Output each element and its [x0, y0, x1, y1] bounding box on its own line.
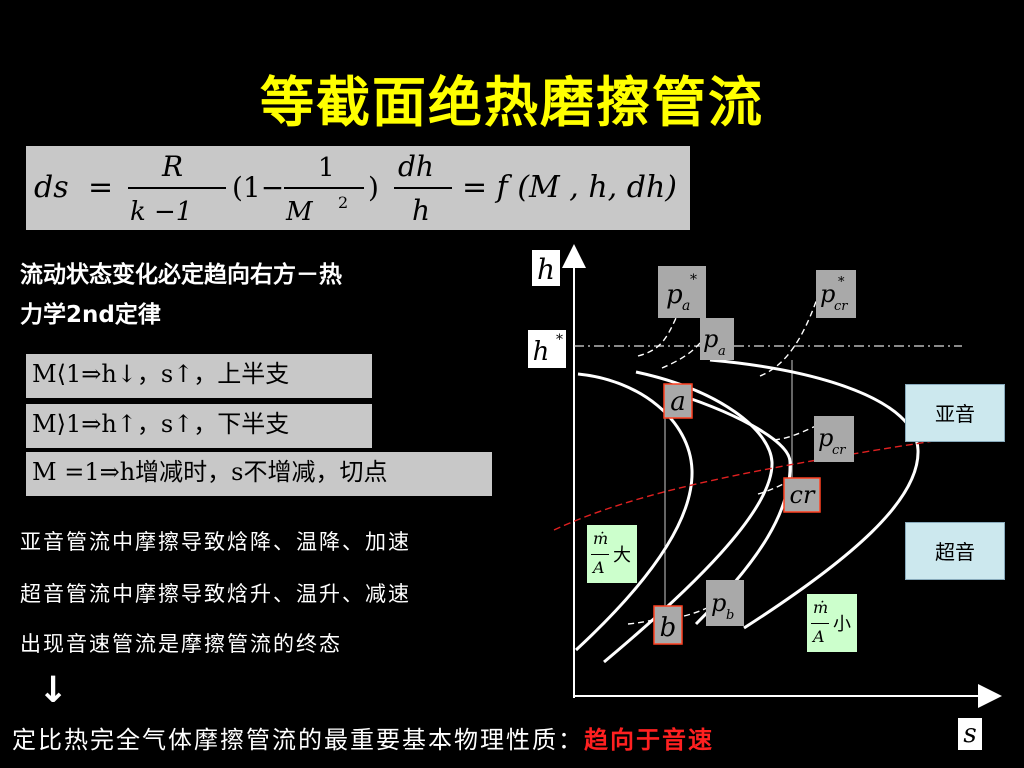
- formula-close: ): [368, 171, 379, 204]
- fanno-curve-cr: [663, 388, 792, 626]
- isobar-cr: [757, 477, 795, 495]
- svg-text:*: *: [690, 272, 697, 288]
- svg-text:*: *: [838, 275, 845, 290]
- h-star-label: h: [533, 337, 550, 367]
- mass-flux-large-box: ṁ A 大: [587, 525, 637, 583]
- mass-flux-large-word: 大: [613, 545, 631, 566]
- h-axis-label-box: [532, 250, 560, 286]
- supersonic-region-label: 超音: [905, 522, 1005, 580]
- h-star-asterisk: *: [556, 332, 563, 348]
- formula-lhs: ds: [34, 170, 69, 205]
- fanno-curve-1: [574, 372, 694, 652]
- fanno-curve-2: [603, 370, 774, 664]
- formula-one: 1: [318, 153, 335, 183]
- rule-supersonic: M⟩1⇒h↑，s↑，下半支: [26, 404, 372, 448]
- conclusion-text: 定比热完全气体摩擦管流的最重要基本物理性质：: [12, 726, 584, 754]
- formula-sq: 2: [338, 193, 348, 212]
- s-axis-label: s: [963, 719, 976, 749]
- trend-heading-line1: 流动状态变化必定趋向右方－热: [20, 262, 342, 288]
- label-pcr: p: [818, 424, 833, 452]
- note-terminal: 出现音速管流是摩擦管流的终态: [20, 632, 342, 656]
- page-title: 等截面绝热磨擦管流: [260, 71, 764, 134]
- isobar-pb-2: [683, 599, 723, 617]
- svg-text:b: b: [726, 608, 734, 623]
- point-a: a: [670, 387, 686, 417]
- rule-subsonic: M⟨1⇒h↓，s↑，上半支: [26, 354, 372, 398]
- isobar-pa-star: [637, 317, 677, 357]
- note-subsonic: 亚音管流中摩擦导致焓降、温降、加速: [20, 530, 411, 554]
- s-axis-label-box: [958, 718, 982, 750]
- label-pa-star: p: [666, 280, 683, 310]
- point-b: b: [660, 613, 677, 643]
- formula-h: h: [412, 194, 430, 227]
- formula-M: M: [285, 197, 314, 227]
- h-axis-label: h: [537, 253, 555, 286]
- entropy-formula: ds = R k −1 (1− 1 M 2 ) dh h = f (M , h,…: [26, 146, 690, 230]
- formula-svg: ds = R k −1 (1− 1 M 2 ) dh h = f (M , h,…: [34, 150, 677, 227]
- subsonic-region-label: 亚音: [905, 384, 1005, 442]
- formula-k1: k −1: [130, 197, 192, 227]
- formula-R: R: [161, 150, 183, 183]
- label-pb: p: [711, 589, 726, 617]
- rule-sonic: M =1⇒h增减时，s不增减，切点: [26, 452, 492, 496]
- sonic-line: [553, 439, 941, 531]
- formula-open: (1−: [232, 171, 284, 204]
- mass-flux-small-word: 小: [833, 614, 851, 635]
- svg-text:a: a: [682, 298, 690, 314]
- down-arrow-icon: ↓: [38, 670, 69, 711]
- svg-text:a: a: [718, 344, 726, 359]
- svg-text:cr: cr: [832, 443, 846, 458]
- label-pa: p: [703, 325, 718, 353]
- isobar-pcr: [773, 425, 817, 441]
- formula-rhs: = f (M , h, dh): [462, 170, 677, 205]
- point-cr: cr: [790, 481, 816, 509]
- mass-flux-small-box: ṁ A 小: [807, 594, 857, 652]
- note-supersonic: 超音管流中摩擦导致焓升、温升、减速: [20, 582, 411, 606]
- h-star-label-box: [528, 330, 566, 368]
- label-pcr-star: p: [820, 280, 835, 308]
- trend-heading-line2: 力学2nd定律: [20, 302, 161, 328]
- isobar-pb: [627, 611, 677, 625]
- formula-dh: dh: [398, 150, 434, 183]
- conclusion: 定比热完全气体摩擦管流的最重要基本物理性质：趋向于音速: [12, 720, 714, 755]
- isobar-pcr-star: [759, 295, 819, 377]
- conclusion-emphasis: 趋向于音速: [584, 725, 714, 754]
- svg-text:=: =: [88, 170, 113, 205]
- svg-text:cr: cr: [834, 299, 848, 314]
- fanno-curve-4: [709, 358, 920, 630]
